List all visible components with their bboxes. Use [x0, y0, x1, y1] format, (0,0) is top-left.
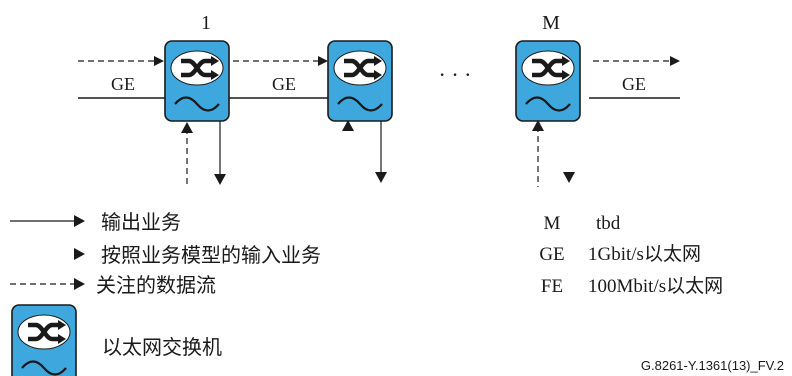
arrow-head-icon: [532, 120, 544, 131]
legend-switch-icon: [12, 305, 76, 376]
switch-m-label: M: [542, 12, 560, 34]
legend-input-traffic: 按照业务模型的输入业务: [101, 243, 321, 267]
definition-fe-key: FE: [541, 276, 563, 297]
ge-label-right: GE: [622, 74, 646, 94]
ethernet-switch-m: [516, 41, 580, 121]
definition-ge-value: 1Gbit/s以太网: [588, 243, 701, 265]
definitions: M tbd GE 1Gbit/s以太网 FE 100Mbit/s以太网: [539, 213, 723, 297]
ge-label-left: GE: [111, 74, 135, 94]
ethernet-switch-2: [328, 41, 392, 121]
ethernet-switch-1: [165, 41, 229, 121]
legend-flow-of-interest: 关注的数据流: [96, 273, 216, 297]
arrow-head-icon: [342, 120, 354, 131]
arrow-head-icon: [74, 248, 85, 260]
legend-output-traffic: 输出业务: [101, 210, 181, 234]
ellipsis: · · ·: [439, 62, 472, 87]
arrow-head-icon: [74, 278, 85, 290]
arrow-head-icon: [318, 56, 328, 66]
switch-m-traffic: [532, 120, 575, 187]
definition-fe-value: 100Mbit/s以太网: [588, 275, 723, 297]
switch-1-traffic: [181, 121, 226, 187]
flow-of-interest-line: [78, 56, 680, 66]
arrow-head-icon: [375, 172, 387, 183]
arrow-head-icon: [74, 215, 85, 227]
legend: 输出业务 按照业务模型的输入业务 关注的数据流 以太网交换机: [10, 210, 321, 376]
definition-ge-key: GE: [539, 244, 564, 265]
definition-m-key: M: [544, 213, 561, 234]
figure-id: G.8261-Y.1361(13)_FV.2: [641, 358, 784, 373]
arrow-head-icon: [563, 172, 575, 183]
arrow-head-icon: [181, 122, 193, 133]
arrow-head-icon: [670, 56, 680, 66]
definition-m-value: tbd: [596, 213, 621, 234]
arrow-head-icon: [214, 174, 226, 185]
switch-2-traffic: [342, 120, 387, 183]
legend-switch-label: 以太网交换机: [102, 335, 222, 359]
arrow-head-icon: [154, 56, 164, 66]
ge-label-middle: GE: [272, 74, 296, 94]
switch-1-label: 1: [201, 12, 211, 34]
